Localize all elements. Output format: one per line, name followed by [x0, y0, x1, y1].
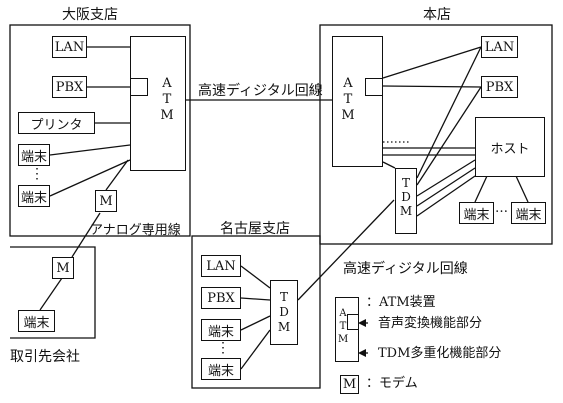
osaka-frame: [9, 24, 191, 237]
legend-tdm-label: TDM多重化機能部分: [378, 346, 502, 361]
honten-terminal-ellipsis: …: [495, 201, 508, 216]
osaka-atm-unit: [130, 36, 186, 171]
digital-line-top-label: 高速ディジタル回線: [198, 83, 323, 99]
osaka-terminal-2: 端末: [18, 185, 50, 207]
osaka-modem: M: [95, 190, 117, 212]
legend-modem-glyph: M: [340, 375, 359, 394]
osaka-terminal-1: 端末: [18, 144, 50, 166]
nagoya-pbx-box: PBX: [201, 287, 241, 309]
honten-pbx-box: PBX: [481, 76, 518, 98]
honten-voice-portion: [365, 78, 383, 96]
honten-terminal-1: 端末: [459, 202, 494, 224]
honten-tdm-unit: [395, 168, 417, 234]
nagoya-title: 名古屋支店: [220, 221, 290, 237]
osaka-voice-portion: [130, 78, 148, 96]
legend-voice-label: 音声変換機能部分: [378, 316, 483, 331]
nagoya-terminal-ellipsis: ⋮: [216, 340, 230, 356]
nagoya-terminal-1: 端末: [201, 319, 241, 341]
digital-line-bottom: [297, 199, 395, 301]
analog-line: [71, 212, 101, 258]
osaka-printer-box: プリンタ: [18, 112, 95, 134]
osaka-terminal-ellipsis: ⋮: [30, 166, 44, 182]
honten-frame: [319, 24, 553, 245]
client-title: 取引先会社: [10, 349, 80, 365]
digital-line-bottom-label: 高速ディジタル回線: [343, 261, 468, 277]
osaka-lan-box: LAN: [52, 36, 87, 58]
legend-modem-label: ：モデム: [366, 376, 418, 391]
osaka-pbx-box: PBX: [52, 76, 87, 98]
osaka-title: 大阪支店: [62, 7, 118, 23]
honten-host-box: ホスト: [475, 117, 545, 177]
legend-voice-portion: [347, 314, 359, 330]
client-modem: M: [52, 257, 74, 279]
nagoya-tdm-unit: [270, 280, 298, 345]
client-frame: [10, 246, 96, 339]
honten-title: 本店: [423, 7, 451, 23]
client-terminal: 端末: [18, 310, 55, 332]
honten-lan-box: LAN: [481, 36, 518, 58]
nagoya-frame: [191, 235, 321, 389]
honten-atm-unit: [332, 36, 383, 167]
nagoya-terminal-2: 端末: [201, 358, 241, 380]
legend-atm-label: ：ATM装置: [366, 295, 436, 310]
analog-line-label: アナログ専用線: [90, 223, 181, 238]
nagoya-lan-box: LAN: [201, 255, 241, 277]
honten-terminal-2: 端末: [511, 202, 546, 224]
